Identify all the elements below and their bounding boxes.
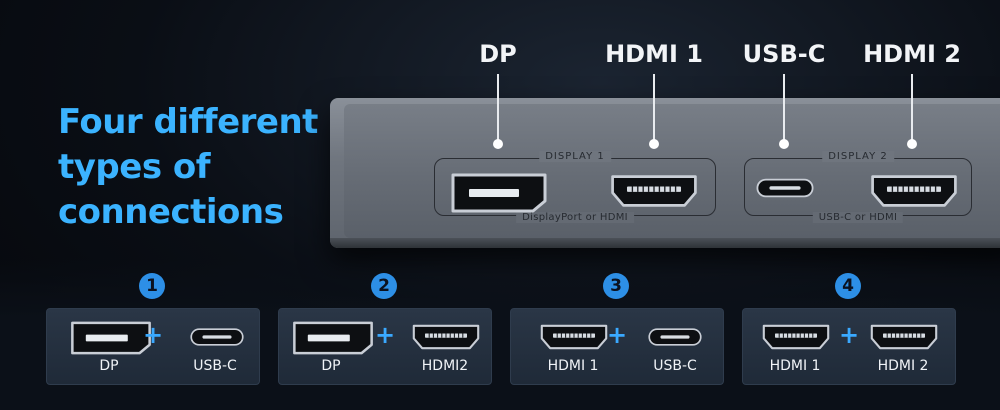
callout-line-usb-c — [783, 74, 785, 144]
display-2-group: DISPLAY 2 USB-C or HDMI — [744, 151, 972, 223]
callout-dot-dp — [493, 139, 503, 149]
display-1-group: DISPLAY 1 DisplayPort or HDMI — [434, 151, 716, 223]
hdmi-icon — [761, 321, 831, 353]
headline-line-1: Four different — [58, 102, 318, 142]
displayport-icon — [69, 319, 153, 357]
hdmi-icon — [539, 321, 609, 353]
callout-dot-hdmi-2 — [907, 139, 917, 149]
label-hdmi-2: HDMI 2 — [863, 40, 961, 68]
label-hdmi-1: HDMI 1 — [605, 40, 703, 68]
plus-icon: + — [374, 321, 396, 349]
docking-station: DISPLAY 1 DisplayPort or HDMI DISPLAY 2 … — [330, 98, 1000, 248]
usb-c-icon — [189, 323, 245, 351]
display-1-subtitle: DisplayPort or HDMI — [516, 212, 634, 223]
hdmi-icon — [869, 321, 939, 353]
option-2-right-label: HDMI2 — [421, 358, 469, 374]
option-4-left-label: HDMI 1 — [769, 358, 821, 374]
label-dp: DP — [479, 40, 517, 68]
option-4-number-badge: 4 — [835, 273, 861, 299]
callout-dot-usb-c — [779, 139, 789, 149]
headline: Four different types of connections — [58, 100, 348, 235]
option-2-left-label: DP — [321, 358, 341, 374]
option-3-left-label: HDMI 1 — [547, 358, 599, 374]
headline-line-2: types of — [58, 147, 211, 187]
display-2-title: DISPLAY 2 — [822, 151, 894, 162]
displayport-port-icon — [449, 171, 549, 215]
callout-line-hdmi-2 — [911, 74, 913, 144]
option-4-card: + HDMI 1 HDMI 2 — [742, 308, 956, 385]
option-1-number-badge: 1 — [139, 273, 165, 299]
display-1-title: DISPLAY 1 — [539, 151, 611, 162]
label-usb-c: USB-C — [742, 40, 826, 68]
callout-line-hdmi-1 — [653, 74, 655, 144]
plus-icon: + — [838, 321, 860, 349]
option-3-card: + HDMI 1 USB-C — [510, 308, 724, 385]
option-3-right-label: USB-C — [653, 358, 697, 374]
headline-line-3: connections — [58, 192, 284, 232]
usb-c-icon — [647, 323, 703, 351]
callout-line-dp — [497, 74, 499, 144]
hdmi-1-port-icon — [609, 171, 699, 211]
option-1-right-label: USB-C — [193, 358, 237, 374]
callout-dot-hdmi-1 — [649, 139, 659, 149]
option-2-number-badge: 2 — [371, 273, 397, 299]
displayport-icon — [291, 319, 375, 357]
plus-icon: + — [606, 321, 628, 349]
option-1-left-label: DP — [99, 358, 119, 374]
device-bottom-edge — [330, 238, 1000, 248]
hdmi-icon — [411, 321, 481, 353]
option-4-right-label: HDMI 2 — [877, 358, 929, 374]
plus-icon: + — [142, 321, 164, 349]
option-1-card: + DP USB-C — [46, 308, 260, 385]
option-3-number-badge: 3 — [603, 273, 629, 299]
usb-c-port-icon — [755, 173, 815, 203]
display-2-subtitle: USB-C or HDMI — [812, 212, 904, 223]
option-2-card: + DP HDMI2 — [278, 308, 492, 385]
hdmi-2-port-icon — [869, 171, 959, 211]
